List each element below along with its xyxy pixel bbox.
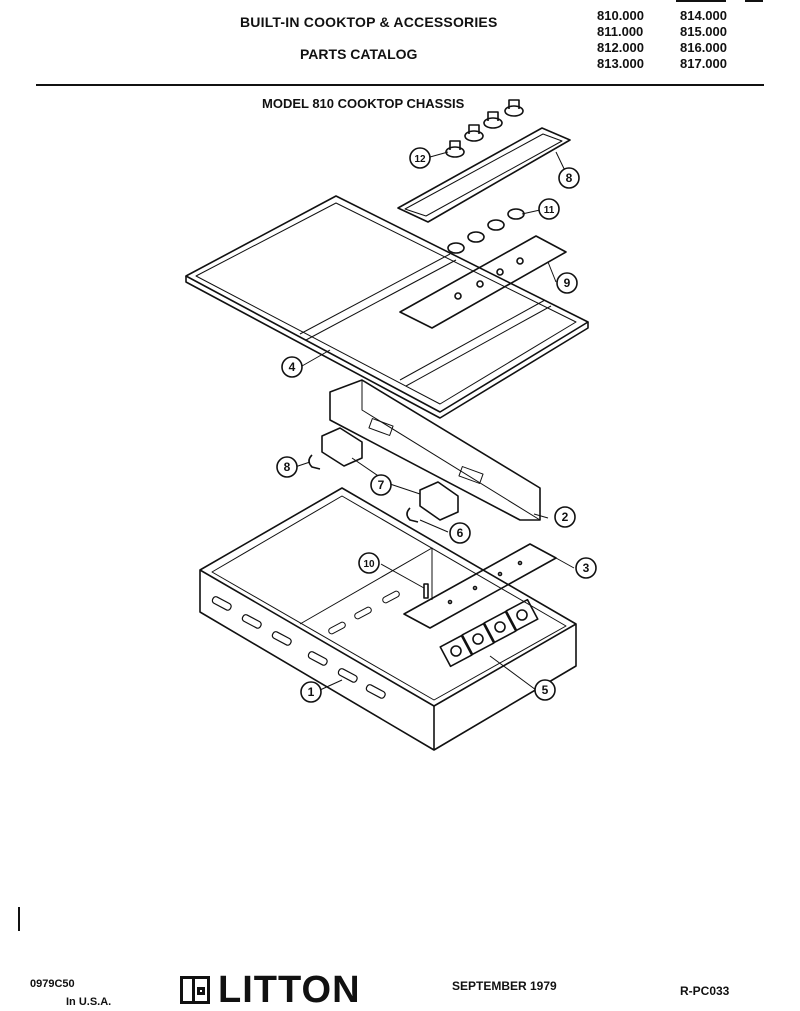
footer-date: SEPTEMBER 1979 (452, 979, 557, 993)
catalog-subtitle: PARTS CATALOG (300, 46, 418, 62)
terminal-blocks (321, 427, 459, 521)
model-number: 817.000 (680, 56, 727, 71)
footer-code: 0979C50 (30, 978, 75, 990)
model-number: 811.000 (597, 24, 644, 39)
callout-bubble (534, 679, 556, 701)
callout-number: 11 (544, 205, 555, 216)
callout-bubble (449, 522, 471, 544)
control-panel-plate (399, 235, 567, 329)
callout-number: 7 (378, 478, 385, 492)
model-number: 814.000 (680, 8, 727, 23)
callout-bubble (538, 198, 560, 220)
footer-country: In U.S.A. (66, 996, 112, 1008)
front-panel-bracket (329, 379, 541, 521)
knob-bezels (447, 208, 525, 254)
callout-bubble (554, 506, 576, 528)
model-number: 810.000 (597, 8, 644, 23)
callout-bubble (370, 474, 392, 496)
callout-number: 9 (564, 276, 571, 290)
header-rule (36, 84, 764, 86)
callout-number: 8 (284, 460, 291, 474)
leader-lines (294, 151, 575, 691)
mounting-clips (308, 454, 419, 523)
callout-bubble (558, 167, 580, 189)
ground-stud (423, 583, 429, 599)
model-number: 816.000 (680, 40, 727, 55)
callout-bubble (281, 356, 303, 378)
callout-number: 4 (289, 360, 296, 374)
callout-bubble (276, 456, 298, 478)
callout-group: 12 8 11 9 4 8 7 2 6 10 3 1 5 (276, 147, 597, 703)
callout-bubble (300, 681, 322, 703)
header-mark (676, 0, 726, 2)
callout-number: 5 (542, 683, 549, 697)
callout-bubble (575, 557, 597, 579)
footer-reference: R-PC033 (680, 984, 730, 998)
catalog-title: BUILT-IN COOKTOP & ACCESSORIES (240, 14, 498, 30)
callout-bubble (358, 552, 380, 574)
callout-number: 8 (566, 171, 573, 185)
model-list-right: 814.000 815.000 816.000 817.000 (680, 8, 727, 72)
header-mark (745, 0, 763, 2)
switch-bracket (403, 543, 557, 629)
brand-name: LITTON (218, 969, 361, 1011)
callout-number: 2 (562, 510, 569, 524)
margin-mark (18, 907, 20, 931)
cooktop-frame (185, 195, 589, 419)
control-knobs (445, 99, 524, 158)
model-number: 812.000 (597, 40, 644, 55)
model-number: 813.000 (597, 56, 644, 71)
callout-bubble (556, 272, 578, 294)
diagram-title: MODEL 810 COOKTOP CHASSIS (262, 96, 465, 111)
model-number: 815.000 (680, 24, 727, 39)
litton-logo-icon (180, 976, 210, 1004)
callout-number: 10 (363, 559, 375, 570)
chassis-box (199, 487, 577, 751)
callout-number: 6 (457, 526, 464, 540)
callout-number: 12 (414, 154, 426, 165)
callout-number: 3 (583, 561, 590, 575)
callout-bubble (409, 147, 431, 169)
infinite-switches (439, 598, 539, 668)
model-list-left: 810.000 811.000 812.000 813.000 (597, 8, 644, 72)
callout-number: 1 (308, 685, 315, 699)
trim-strip (397, 127, 571, 223)
